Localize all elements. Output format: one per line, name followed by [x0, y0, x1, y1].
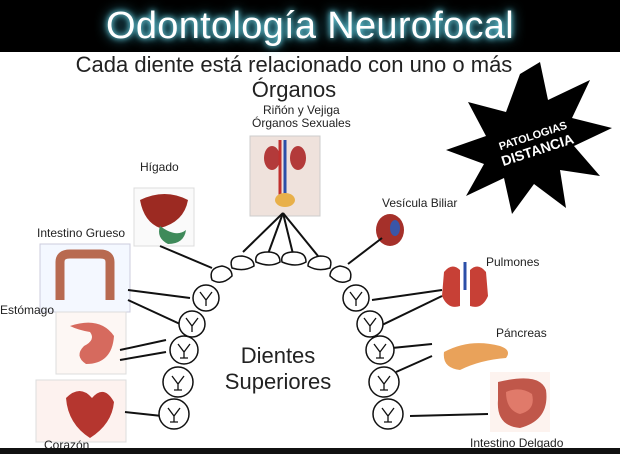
- label-liver: Hígado: [140, 160, 179, 174]
- tooth-incisor: [307, 255, 332, 271]
- subtitle: Cada diente está relacionado con uno o m…: [34, 52, 554, 102]
- bottom-strip: [0, 448, 620, 454]
- label-kidney-line-2: Órganos Sexuales: [252, 116, 351, 130]
- label-small-intestine: Intestino Delgado: [470, 436, 564, 450]
- connector-lines: [119, 212, 489, 417]
- pancreas-image: [443, 343, 508, 370]
- gallbladder-image: [376, 214, 404, 246]
- tooth-incisor: [230, 255, 255, 271]
- large-intestine-image: [39, 243, 131, 313]
- label-kidney-bladder: Riñón y Vejiga Órganos Sexuales: [252, 104, 351, 130]
- tooth-molar: [368, 366, 400, 398]
- small-intestine-image: [490, 372, 550, 432]
- liver-image: [133, 187, 195, 247]
- stomach-image: [55, 311, 127, 375]
- label-pancreas: Páncreas: [496, 326, 547, 340]
- label-kidney-line-1: Riñón y Vejiga: [263, 103, 340, 117]
- tooth-molar: [372, 398, 404, 430]
- teeth-arch: [158, 251, 404, 430]
- tooth-canine: [329, 265, 352, 283]
- starburst-badge: [446, 62, 612, 214]
- label-stomach: Estómago: [0, 303, 55, 317]
- upper-teeth-label: Dientes Superiores: [208, 343, 348, 395]
- label-large-intestine: Intestino Grueso: [37, 226, 126, 240]
- tooth-molar: [169, 335, 199, 365]
- subtitle-line-1: Cada diente está relacionado con uno o m…: [75, 52, 513, 77]
- tooth-molar: [158, 398, 190, 430]
- tooth-premolar: [356, 310, 384, 338]
- lungs-image: [442, 262, 488, 307]
- kidney-bladder-image: [249, 135, 321, 217]
- title-banner: Odontología Neurofocal: [0, 0, 620, 52]
- tooth-premolar: [178, 310, 206, 338]
- center-line-2: Superiores: [224, 369, 332, 394]
- tooth-molar: [162, 366, 194, 398]
- tooth-incisor: [281, 251, 307, 266]
- tooth-roots: [167, 291, 395, 423]
- tooth-molar: [365, 335, 395, 365]
- tooth-canine: [210, 265, 233, 283]
- label-gallbladder: Vesícula Biliar: [382, 196, 458, 210]
- tooth-incisor: [255, 251, 281, 266]
- subtitle-line-2: Órganos: [251, 77, 337, 102]
- center-line-1: Dientes: [240, 343, 316, 368]
- label-lungs: Pulmones: [486, 255, 540, 269]
- page-title: Odontología Neurofocal: [106, 4, 514, 47]
- tooth-premolar: [192, 284, 220, 312]
- heart-image: [35, 379, 127, 443]
- tooth-premolar: [342, 284, 370, 312]
